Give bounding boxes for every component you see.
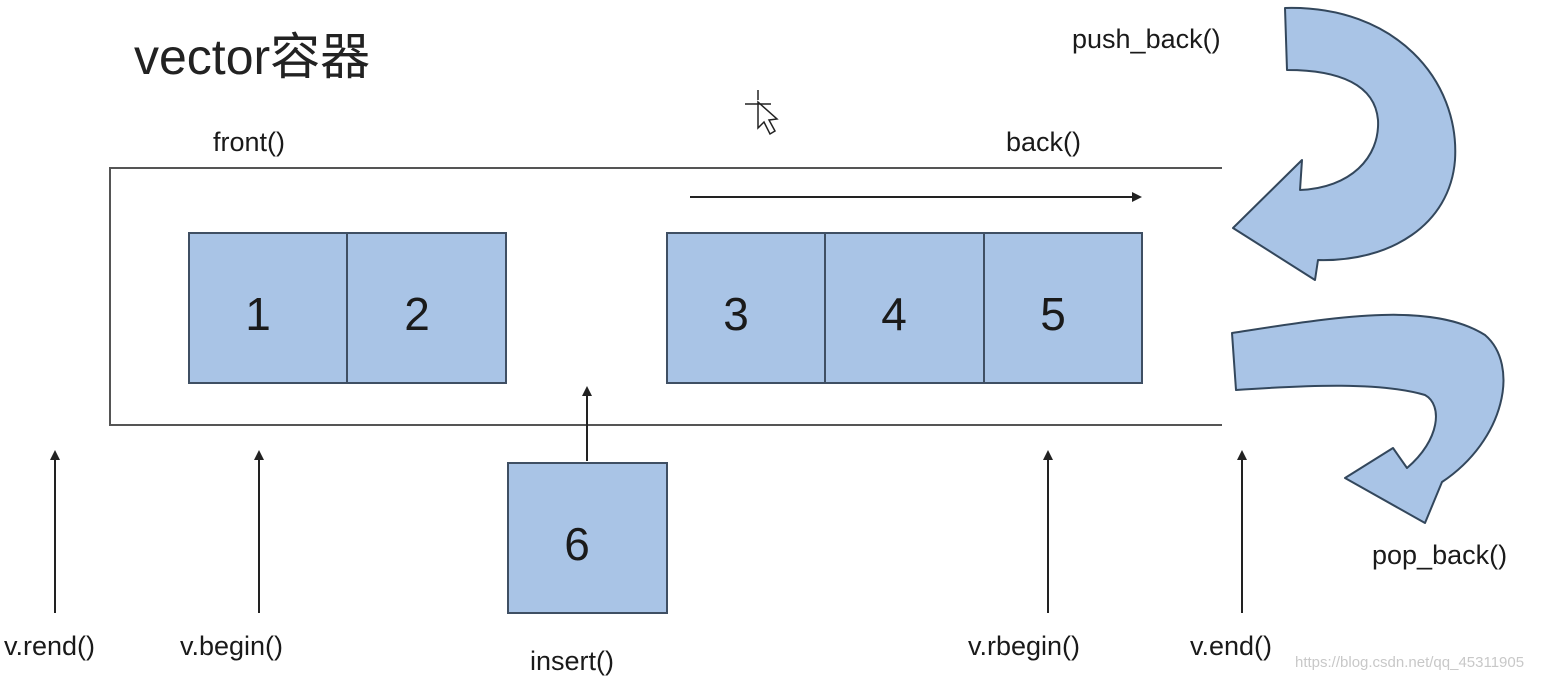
cell-box [188, 232, 348, 384]
cell-value: 4 [881, 288, 907, 340]
vector-cell: 2 [346, 232, 507, 384]
cell-box [346, 232, 507, 384]
vector-container-outline [109, 167, 1222, 426]
vector-cell: 5 [983, 232, 1143, 384]
end-label: v.end() [1190, 631, 1272, 661]
cell-box [666, 232, 826, 384]
insert-cell: 6 [507, 462, 668, 614]
cell-box [824, 232, 985, 384]
rbegin-label: v.rbegin() [968, 631, 1080, 661]
cell-value: 1 [245, 288, 271, 340]
cell-value: 2 [404, 288, 430, 340]
pop-back-arrow-icon [1231, 313, 1505, 524]
back-label: back() [1006, 127, 1081, 157]
insert-cell-value: 6 [564, 518, 590, 570]
push-back-arrow-icon [1232, 6, 1457, 281]
mouse-cursor-icon [745, 90, 779, 136]
watermark-text: https://blog.csdn.net/qq_45311905 [1295, 654, 1524, 671]
diagram-title: vector容器 [134, 29, 370, 85]
begin-label: v.begin() [180, 631, 283, 661]
rend-label: v.rend() [4, 631, 95, 661]
vector-cell: 3 [666, 232, 826, 384]
cell-value: 5 [1040, 288, 1066, 340]
vector-cell: 1 [188, 232, 348, 384]
pop-back-label: pop_back() [1372, 540, 1507, 570]
front-label: front() [213, 127, 285, 157]
insert-label: insert() [530, 646, 614, 676]
vector-cell: 4 [824, 232, 985, 384]
cell-box [983, 232, 1143, 384]
insert-cell-box [507, 462, 668, 614]
cell-value: 3 [723, 288, 749, 340]
push-back-label: push_back() [1072, 24, 1221, 54]
